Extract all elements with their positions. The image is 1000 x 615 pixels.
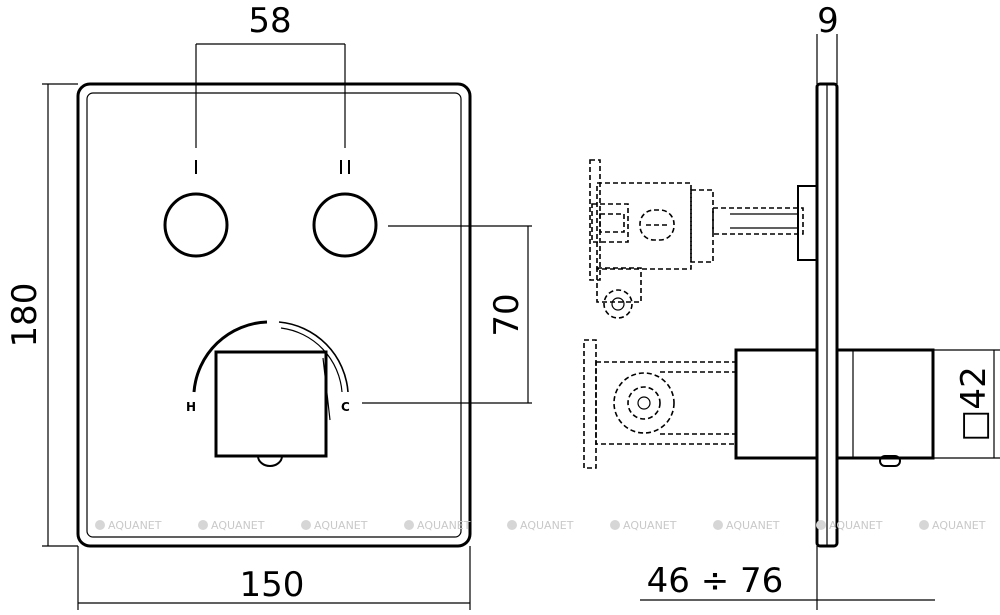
watermark-logo-icon xyxy=(95,520,105,530)
plate-height-value: 180 xyxy=(5,283,45,348)
mixer-handle-edge xyxy=(322,357,331,421)
cold-label: C xyxy=(341,400,350,414)
cover-plate-inner xyxy=(86,92,462,538)
watermark-text: AQUANET xyxy=(520,519,574,532)
knob-two-circle xyxy=(312,192,378,258)
mixer-cold-arc xyxy=(278,321,349,393)
knob-spacing-value: 58 xyxy=(248,1,291,41)
watermark-logo-icon xyxy=(301,520,311,530)
side-view: 9 xyxy=(583,1,1000,610)
install-depth-value: 46 ÷ 76 xyxy=(647,561,784,601)
upper-valve-body xyxy=(589,159,818,319)
watermark: AQUANET xyxy=(301,519,368,532)
plate-width-value: 150 xyxy=(240,565,305,605)
watermark-logo-icon xyxy=(610,520,620,530)
handle-size-value: □42 xyxy=(954,366,994,441)
hot-label: H xyxy=(186,400,196,414)
watermark: AQUANET xyxy=(95,519,162,532)
front-view: H C 58 180 150 70 xyxy=(5,1,532,610)
watermark-text: AQUANET xyxy=(932,519,986,532)
watermark-logo-icon xyxy=(507,520,517,530)
watermark-text: AQUANET xyxy=(108,519,162,532)
watermark-text: AQUANET xyxy=(417,519,471,532)
watermark-text: AQUANET xyxy=(211,519,265,532)
watermark-logo-icon xyxy=(816,520,826,530)
watermark: AQUANET xyxy=(404,519,471,532)
watermark-text: AQUANET xyxy=(314,519,368,532)
side-mixer-handle xyxy=(835,348,935,467)
watermark: AQUANET xyxy=(507,519,574,532)
watermark-logo-icon xyxy=(919,520,929,530)
watermark-logo-icon xyxy=(713,520,723,530)
watermark-row: AQUANET AQUANET AQUANET AQUANET AQUANET AQUAN… xyxy=(95,519,986,532)
watermark: AQUANET xyxy=(610,519,677,532)
watermark: AQUANET xyxy=(919,519,986,532)
watermark-text: AQUANET xyxy=(623,519,677,532)
mixer-handle-tip xyxy=(257,455,283,467)
mixer-cold-arc-inner xyxy=(280,327,343,393)
vertical-offset-value: 70 xyxy=(487,293,527,336)
watermark-logo-icon xyxy=(198,520,208,530)
watermark-text: AQUANET xyxy=(829,519,883,532)
watermark: AQUANET xyxy=(198,519,265,532)
lower-valve-body xyxy=(583,339,819,469)
mixer-hot-arc xyxy=(192,320,268,393)
mixer-handle xyxy=(214,350,328,458)
watermark-text: AQUANET xyxy=(726,519,780,532)
cover-plate-outline xyxy=(76,82,472,548)
plate-thickness-value: 9 xyxy=(817,1,839,41)
watermark-logo-icon xyxy=(404,520,414,530)
watermark: AQUANET xyxy=(713,519,780,532)
watermark: AQUANET xyxy=(816,519,883,532)
knob-one-circle xyxy=(163,192,229,258)
